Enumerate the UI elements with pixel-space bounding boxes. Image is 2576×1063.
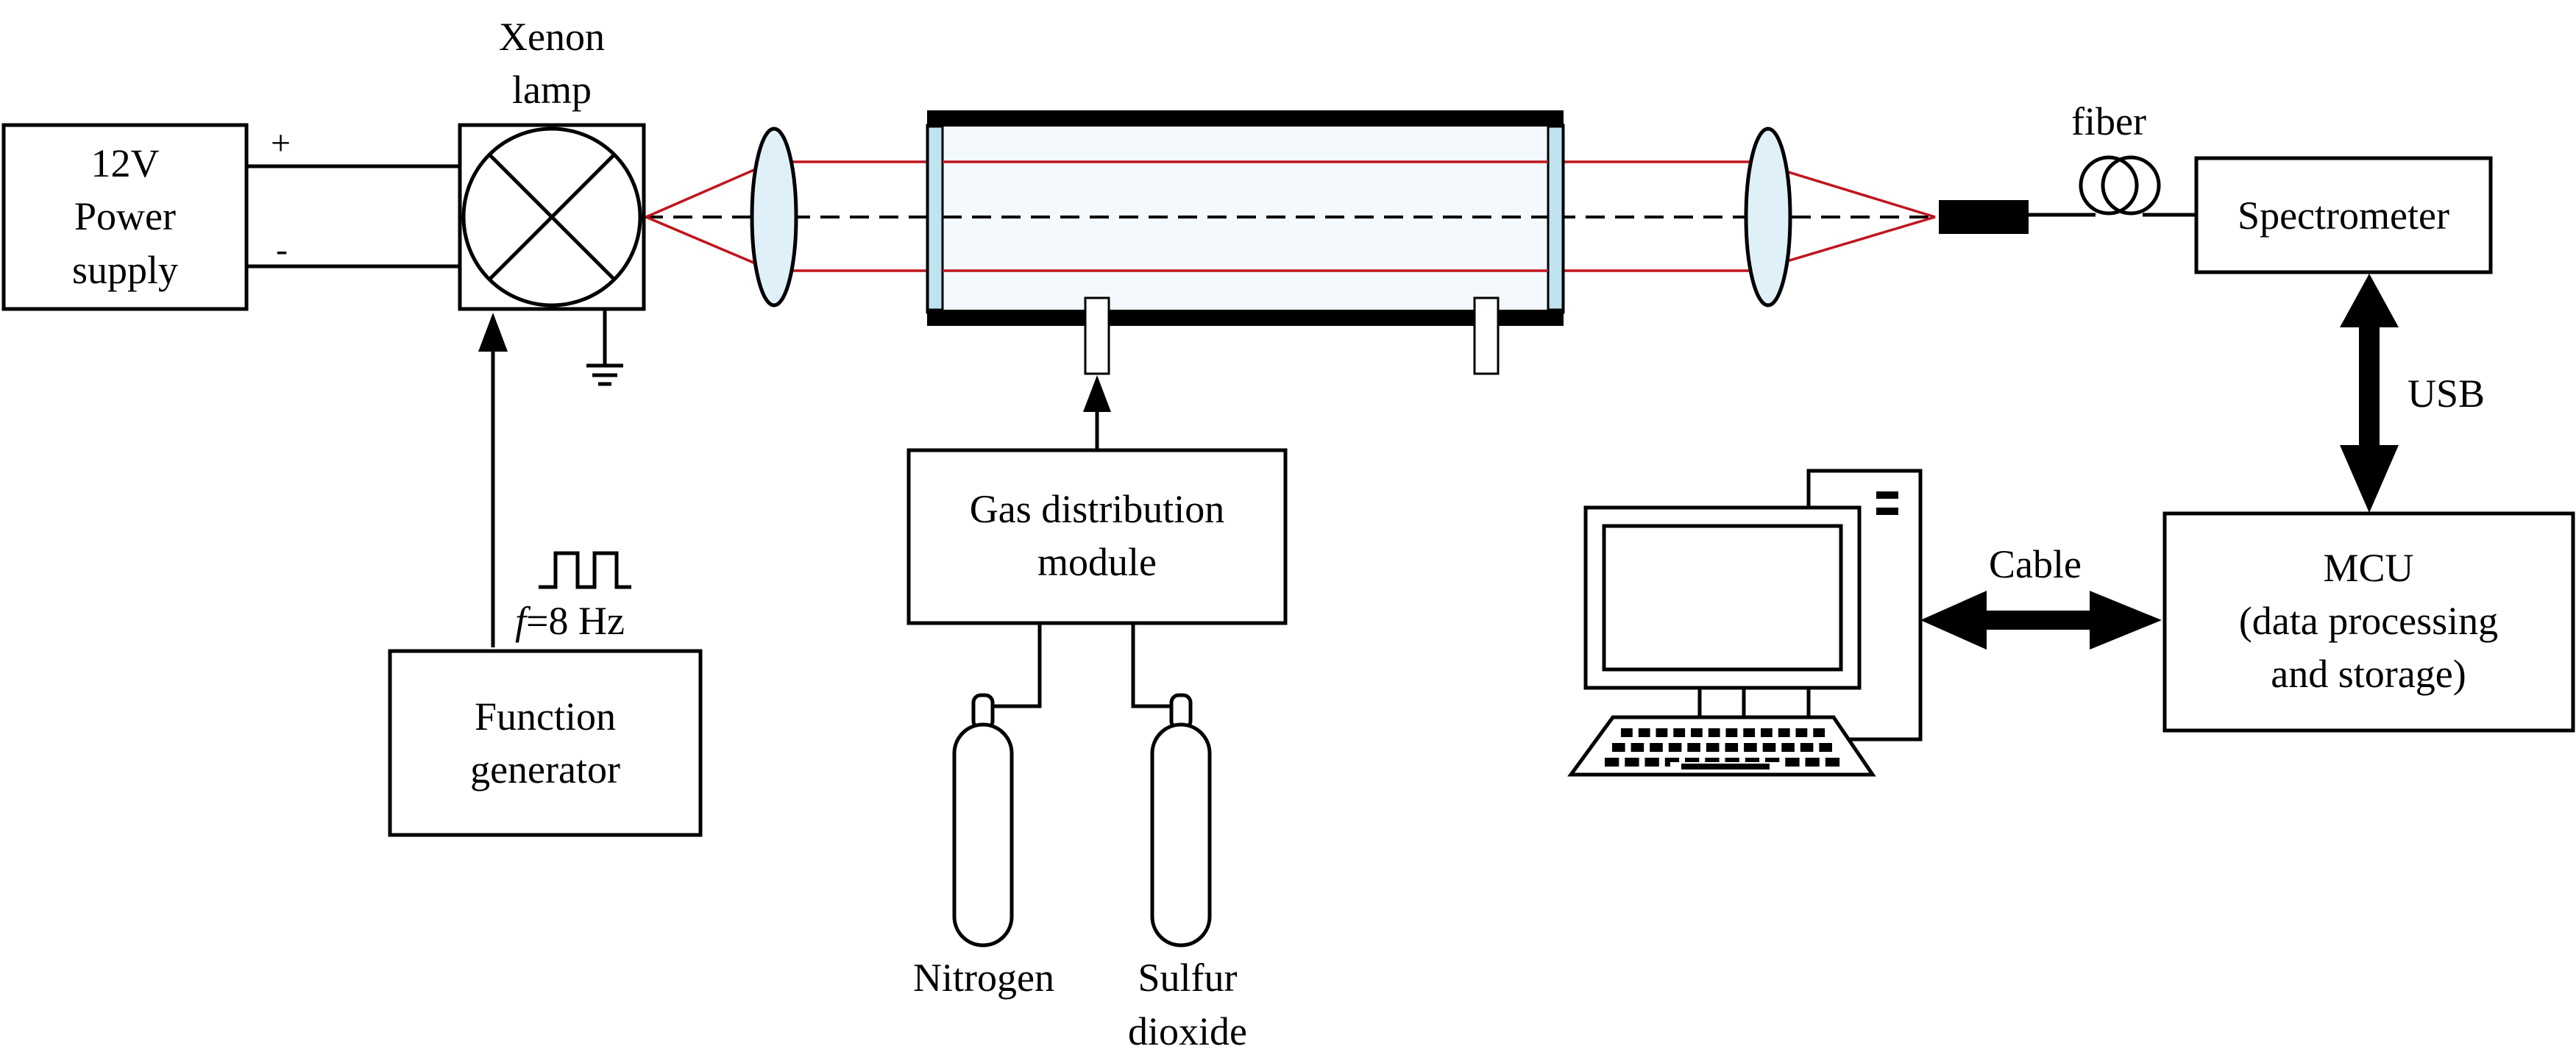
- keyboard-key: [1668, 743, 1682, 752]
- fiber-coil-icon: [2029, 155, 2196, 217]
- keyboard-key: [1625, 758, 1639, 767]
- keyboard-key: [1725, 743, 1739, 752]
- keyboard-key: [1805, 758, 1820, 767]
- cell-window-left: [926, 125, 944, 311]
- gas-distribution-module-box: Gas distribution module: [906, 448, 1288, 625]
- cable-label: Cable: [1989, 542, 2082, 586]
- keyboard-spacebar: [1681, 764, 1770, 769]
- keyboard-key: [1691, 728, 1703, 737]
- keyboard-key: [1813, 728, 1825, 737]
- gas-module-label-1: Gas distribution: [970, 487, 1225, 531]
- sulfur-dioxide-pipe: [1131, 624, 1181, 708]
- focusing-lens-icon: [1744, 127, 1792, 307]
- keyboard-key: [1631, 743, 1644, 752]
- minus-sign: -: [276, 230, 288, 269]
- xenon-lamp-label-1: Xenon: [499, 15, 605, 59]
- ground-icon: [586, 309, 623, 386]
- keyboard-key: [1656, 728, 1668, 737]
- power-supply-label-1: 12V: [91, 141, 160, 185]
- power-supply-label-3: supply: [72, 248, 178, 292]
- gas-feed-arrow-icon: [1083, 375, 1111, 412]
- fiber-label: fiber: [2071, 99, 2146, 143]
- keyboard-key: [1673, 728, 1686, 737]
- monitor-screen: [1602, 524, 1843, 672]
- keyboard-key: [1800, 743, 1814, 752]
- power-supply-label-2: Power: [74, 194, 176, 238]
- fiber-coupler: [1939, 200, 2029, 234]
- usb-label: USB: [2408, 371, 2485, 416]
- sulfur-dioxide-cylinder-icon: [1150, 693, 1212, 948]
- keyboard-key: [1706, 743, 1720, 752]
- keyboard-key: [1785, 758, 1800, 767]
- trigger-arrow-icon: [478, 313, 508, 352]
- computer-icon: [1567, 469, 1923, 777]
- power-supply-box: 12V Power supply: [1, 123, 249, 311]
- frequency-label: f=8 Hz: [515, 599, 625, 643]
- nitrogen-label: Nitrogen: [913, 956, 1054, 1000]
- keyboard-key: [1761, 728, 1773, 737]
- keyboard-key: [1725, 728, 1738, 737]
- keyboard-key: [1621, 728, 1633, 737]
- keyboard-key: [1795, 728, 1808, 737]
- xenon-lamp-icon: [458, 123, 646, 311]
- sulfur-dioxide-label-2: dioxide: [1128, 1009, 1247, 1053]
- keyboard-key: [1708, 728, 1720, 737]
- sulfur-dioxide-label-1: Sulfur: [1138, 956, 1238, 1000]
- keyboard-key: [1825, 758, 1840, 767]
- spectrometer-label: Spectrometer: [2238, 193, 2449, 238]
- keyboard-key: [1781, 743, 1795, 752]
- mcu-label-2: (data processing: [2239, 599, 2498, 643]
- keyboard-key: [1778, 728, 1790, 737]
- keyboard-key: [1650, 743, 1663, 752]
- square-wave-icon: [539, 551, 631, 589]
- gas-cell: [926, 110, 1565, 375]
- keyboard-key: [1687, 743, 1700, 752]
- keyboard-key: [1612, 743, 1625, 752]
- gas-inlet-port: [1084, 296, 1110, 375]
- spectrometer-box: Spectrometer: [2194, 156, 2493, 274]
- function-generator-label-2: generator: [470, 747, 620, 792]
- mcu-label-1: MCU: [2323, 546, 2413, 590]
- gas-module-label-2: module: [1037, 540, 1157, 584]
- keyboard-key: [1638, 728, 1650, 737]
- gas-outlet-port: [1473, 296, 1500, 375]
- xenon-lamp-label-2: lamp: [512, 68, 592, 112]
- collimating-lens-icon: [750, 127, 798, 307]
- nitrogen-pipe: [982, 624, 1042, 708]
- keyboard-key: [1819, 743, 1832, 752]
- keyboard-key: [1743, 728, 1756, 737]
- cell-window-right: [1547, 125, 1564, 311]
- usb-arrow-icon: [2340, 274, 2399, 513]
- keyboard-key: [1644, 758, 1659, 767]
- cable-arrow-icon: [1920, 591, 2162, 650]
- function-generator-box: Function generator: [388, 649, 703, 837]
- mcu-label-3: and storage): [2271, 652, 2466, 696]
- keyboard-key: [1744, 743, 1757, 752]
- function-generator-label-1: Function: [475, 694, 616, 739]
- nitrogen-cylinder-icon: [952, 693, 1014, 948]
- mcu-box: MCU (data processing and storage): [2162, 511, 2575, 733]
- keyboard-key: [1762, 743, 1776, 752]
- keyboard-key: [1605, 758, 1619, 767]
- plus-sign: +: [271, 124, 291, 163]
